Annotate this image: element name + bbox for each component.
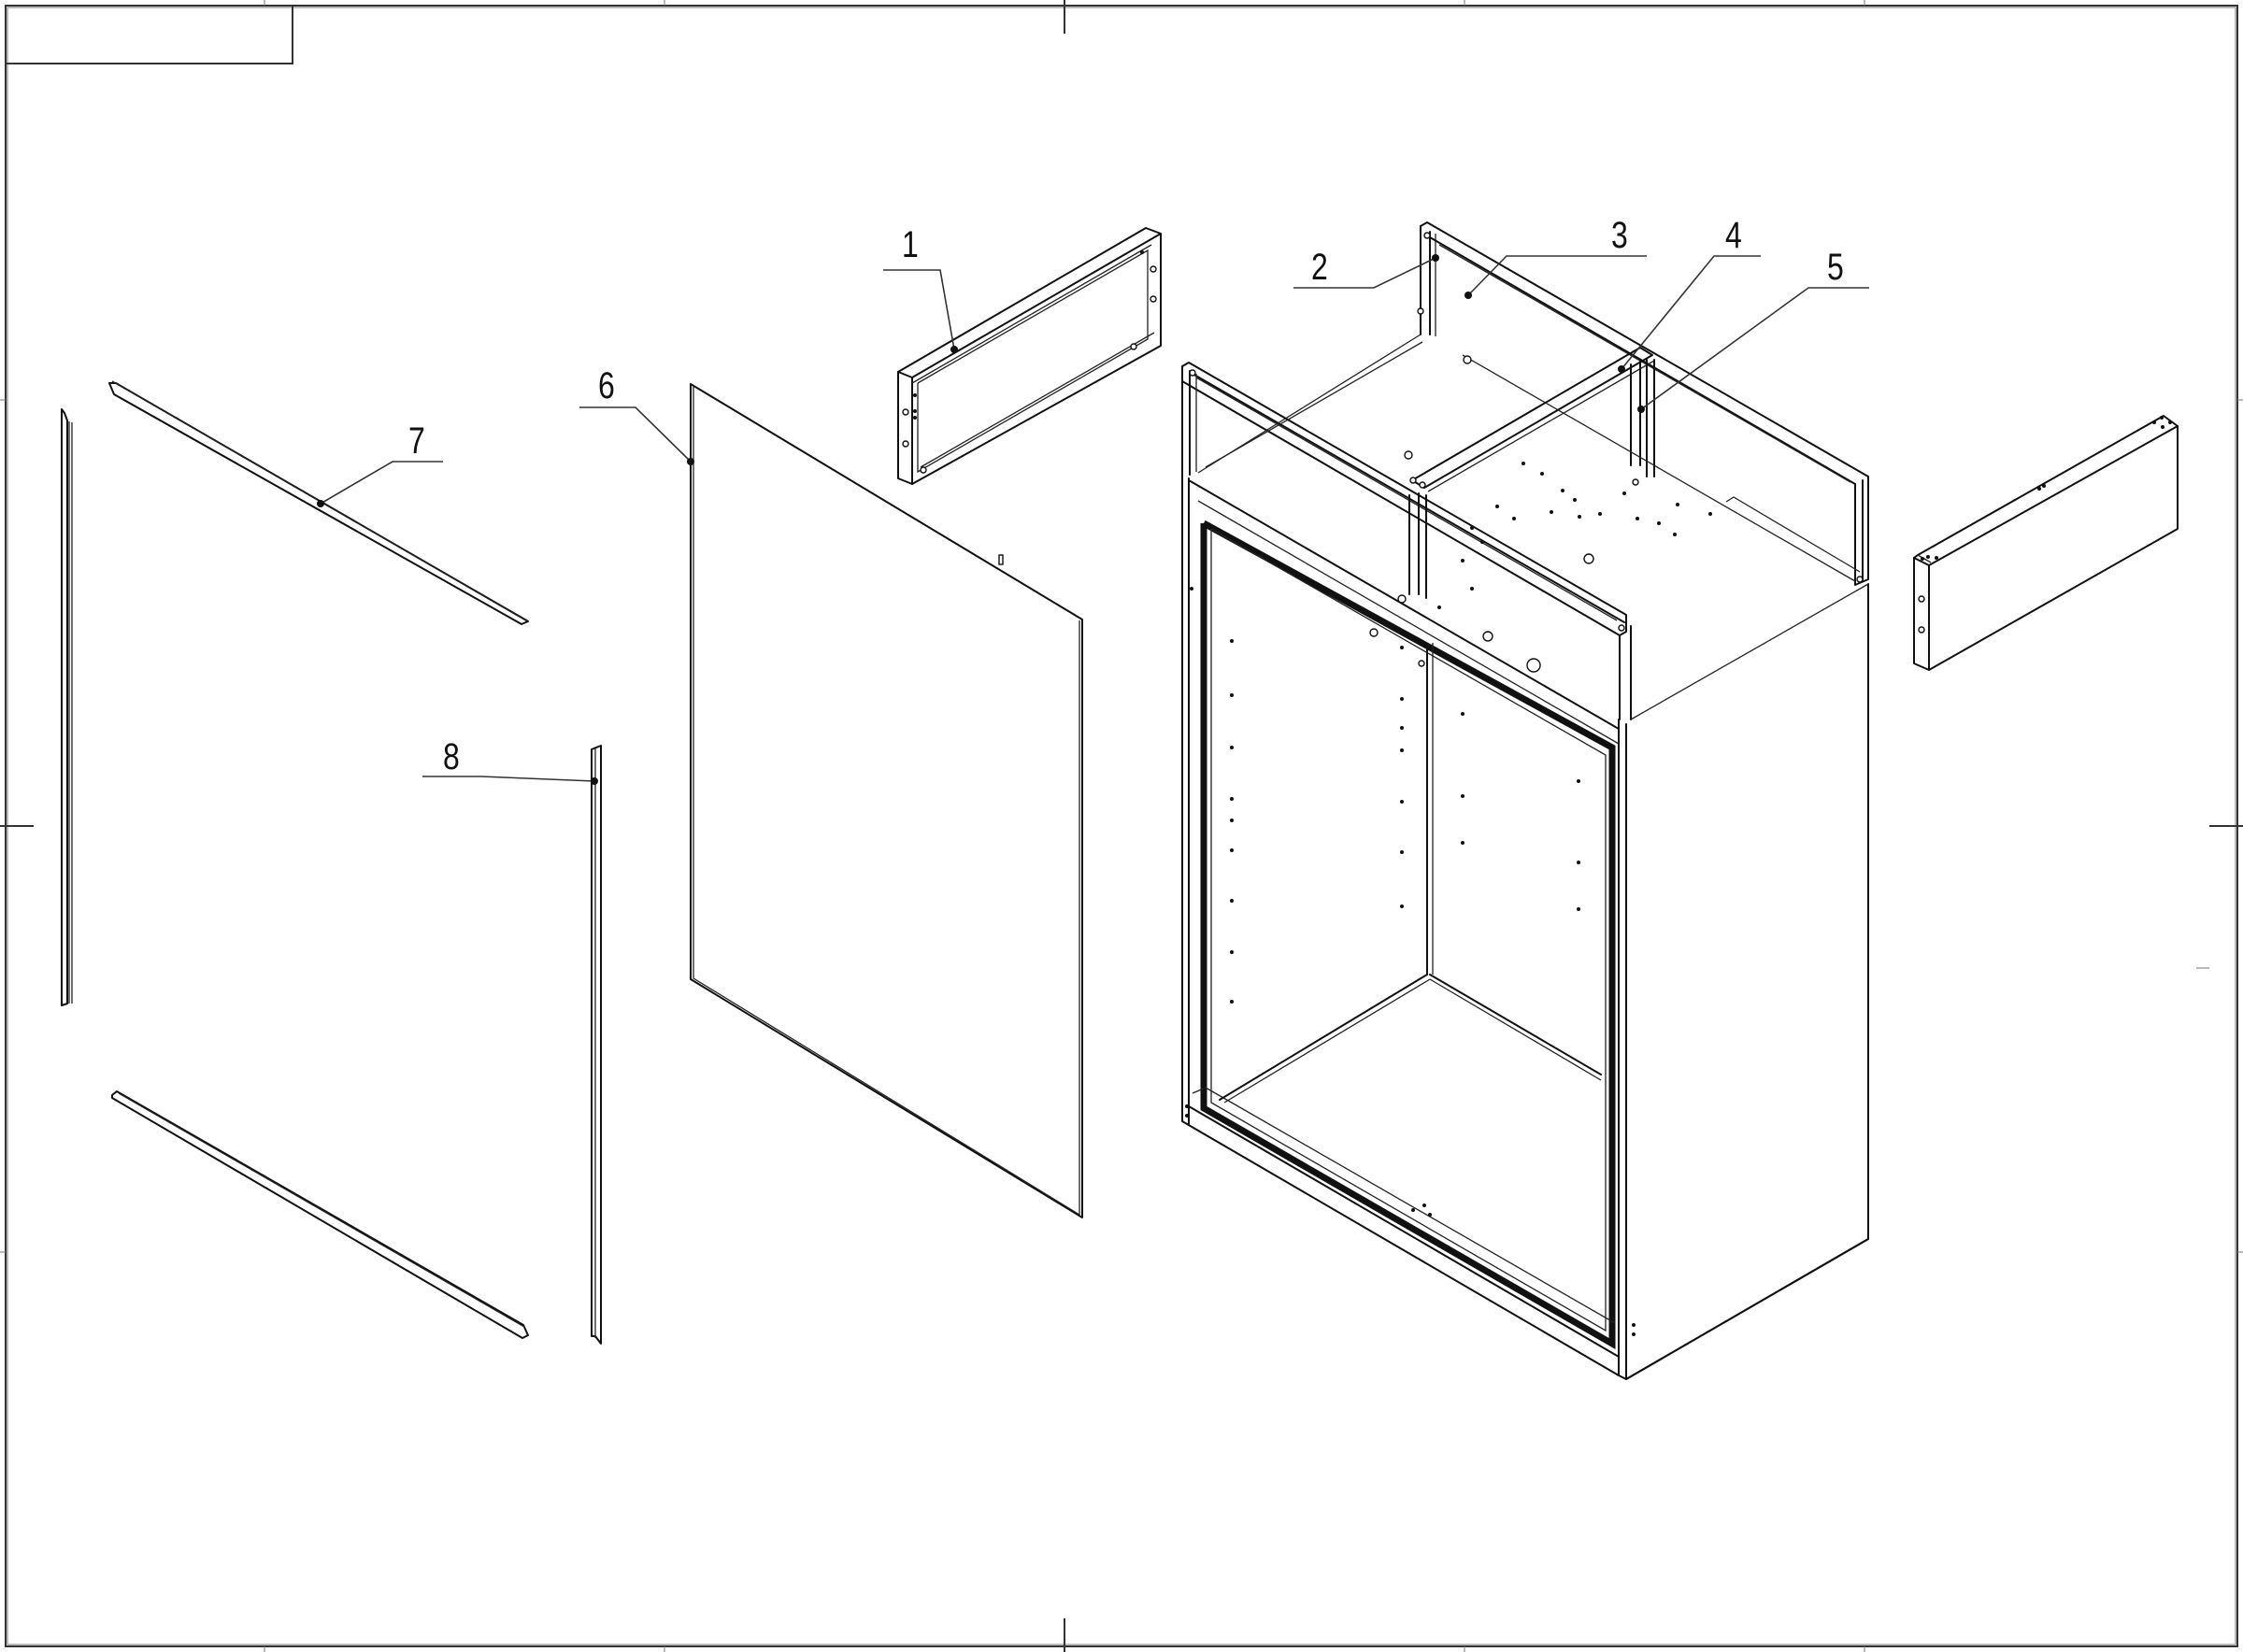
callout-7: 7	[408, 420, 425, 462]
side-box-panel	[1913, 415, 2179, 671]
part-6-glass-panel	[687, 383, 1083, 1218]
callout-8: 8	[443, 736, 460, 777]
callout-2: 2	[1311, 247, 1328, 288]
callout-6: 6	[598, 365, 615, 406]
part-8-vertical-strip	[591, 745, 602, 1345]
part-7-bottom-strip	[111, 1090, 529, 1339]
leader-lines	[317, 254, 1869, 785]
callout-4: 4	[1725, 215, 1742, 256]
part-1-rear-frame	[897, 227, 1162, 485]
part-7-vertical-strip	[61, 408, 73, 1006]
mounting-holes	[1185, 232, 1864, 1336]
callout-1: 1	[902, 224, 919, 265]
callout-3: 3	[1611, 215, 1628, 256]
callout-5: 5	[1827, 247, 1844, 288]
main-cabinet	[1181, 221, 1869, 1380]
